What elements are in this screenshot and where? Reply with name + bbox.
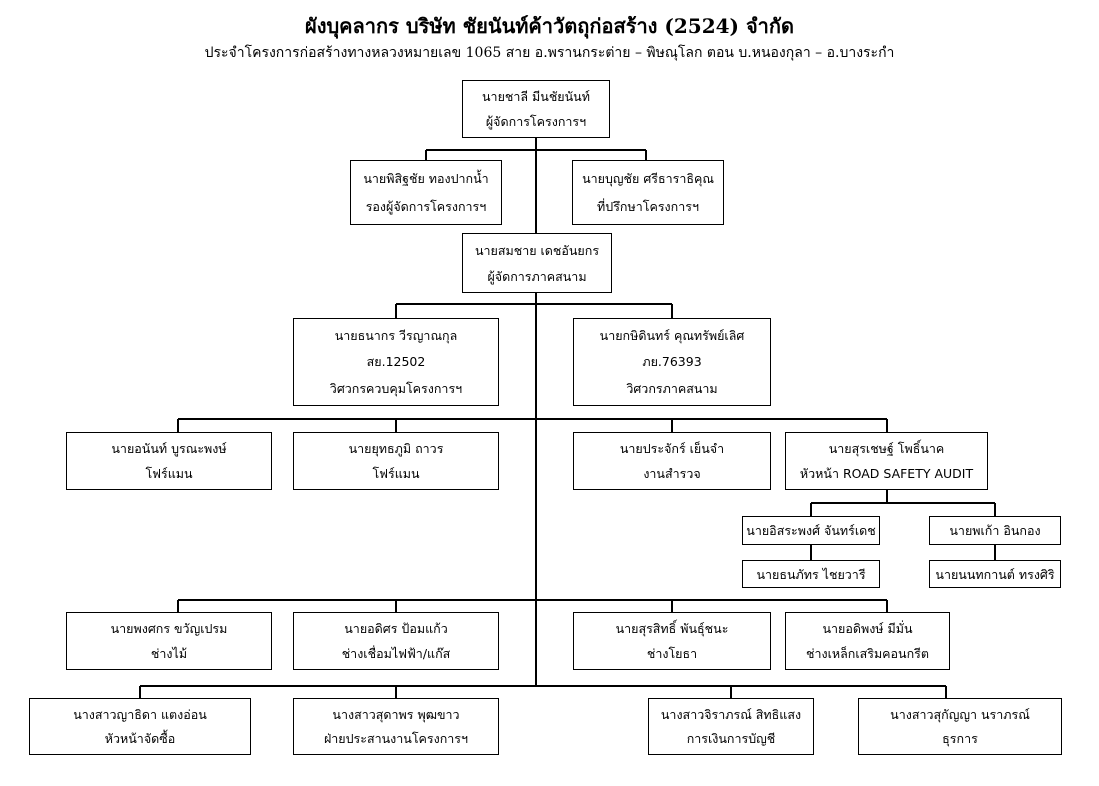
node-role: วิศวกรภาคสนาม	[626, 381, 718, 397]
node-name: นายนนทกานต์ ทรงศิริ	[935, 566, 1055, 582]
node-name: นายอดิพงษ์ มีมั่น	[822, 621, 913, 636]
node-name: นายบุญชัย ศรีธาราธิคุณ	[582, 170, 714, 186]
node-name: นายอิสระพงศ์ จันทร์เดช	[746, 523, 876, 538]
node-role: ที่ปรึกษาโครงการฯ	[597, 199, 699, 215]
node-role: ธุรการ	[942, 731, 978, 747]
node-name: นายชาลี มีนชัยนันท์	[482, 89, 590, 104]
node-control-engineer: นายธนากร วีรญาณกุล สย.12502 วิศวกรควบคุม…	[293, 318, 499, 406]
node-foreman-1: นายอนันท์ บูรณะพงษ์ โฟร์แมน	[66, 432, 272, 490]
node-role: ช่างไม้	[150, 646, 188, 661]
node-role: รองผู้จัดการโครงการฯ	[365, 199, 487, 215]
node-name: นายธนากร วีรญาณกุล	[334, 327, 458, 343]
node-admin: นางสาวสุกัญญา นราภรณ์ ธุรการ	[858, 698, 1062, 755]
node-name: นายพงศกร ขวัญเปรม	[110, 621, 228, 636]
chart-title: ผังบุคลากร บริษัท ชัยนันท์ค้าวัตถุก่อสร้…	[304, 14, 794, 38]
node-foreman-2: นายยุทธภูมิ ถาวร โฟร์แมน	[293, 432, 499, 490]
node-role: ช่างเชื่อมไฟฟ้า/แก๊ส	[341, 646, 451, 661]
node-name: นางสาวสุกัญญา นราภรณ์	[890, 706, 1030, 722]
node-role: ผู้จัดการภาคสนาม	[487, 268, 587, 284]
node-rebar-technician: นายอดิพงษ์ มีมั่น ช่างเหล็กเสริมคอนกรีต	[785, 612, 950, 670]
node-name: นายสุรเชษฐ์ โพธิ์นาค	[828, 441, 945, 456]
node-field-engineer: นายกษิดินทร์ คุณทรัพย์เลิศ ภย.76393 วิศว…	[573, 318, 771, 406]
chart-subtitle: ประจำโครงการก่อสร้างทางหลวงหมายเลข 1065 …	[204, 45, 895, 61]
node-surveyor: นายประจักร์ เย็นจำ งานสำรวจ	[573, 432, 771, 490]
node-rsa-head: นายสุรเชษฐ์ โพธิ์นาค หัวหน้า ROAD SAFETY…	[785, 432, 988, 490]
node-license: ภย.76393	[642, 354, 702, 370]
node-advisor: นายบุญชัย ศรีธาราธิคุณ ที่ปรึกษาโครงการฯ	[572, 160, 724, 225]
node-project-manager: นายชาลี มีนชัยนันท์ ผู้จัดการโครงการฯ	[462, 80, 610, 138]
node-finance: นางสาวจิราภรณ์ สิทธิแสง การเงินการบัญชี	[648, 698, 814, 755]
node-name: นายธนภัทร ไชยวารี	[756, 566, 866, 582]
node-name: นายกษิดินทร์ คุณทรัพย์เลิศ	[599, 327, 745, 343]
node-license: สย.12502	[366, 354, 426, 370]
node-role: ผู้จัดการโครงการฯ	[485, 114, 587, 129]
node-procurement: นางสาวญาธิดา แตงอ่อน หัวหน้าจัดซื้อ	[29, 698, 251, 755]
node-name: นายพิสิฐชัย ทองปากน้ำ	[363, 170, 489, 186]
node-role: ช่างเหล็กเสริมคอนกรีต	[805, 646, 930, 661]
node-role: ช่างโยธา	[646, 646, 698, 661]
node-name: นายพเก้า อินกอง	[949, 523, 1041, 538]
node-name: นายสุรสิทธิ์ พันธุ์ชนะ	[615, 621, 729, 636]
node-name: นายอนันท์ บูรณะพงษ์	[111, 441, 227, 456]
node-role: โฟร์แมน	[145, 466, 193, 481]
node-role: ฝ่ายประสานงานโครงการฯ	[323, 731, 469, 747]
node-rsa-member-a1: นายอิสระพงศ์ จันทร์เดช	[742, 516, 880, 545]
node-rsa-member-b1: นายพเก้า อินกอง	[929, 516, 1061, 545]
node-rsa-member-b2: นายนนทกานต์ ทรงศิริ	[929, 560, 1061, 588]
node-role: หัวหน้าจัดซื้อ	[104, 731, 176, 747]
node-carpenter: นายพงศกร ขวัญเปรม ช่างไม้	[66, 612, 272, 670]
node-coordinator: นางสาวสุดาพร พุฒขาว ฝ่ายประสานงานโครงการ…	[293, 698, 499, 755]
node-name: นางสาวสุดาพร พุฒขาว	[332, 706, 460, 722]
node-role: วิศวกรควบคุมโครงการฯ	[329, 381, 463, 397]
node-role: โฟร์แมน	[372, 466, 420, 481]
node-welder: นายอดิศร ป้อมแก้ว ช่างเชื่อมไฟฟ้า/แก๊ส	[293, 612, 499, 670]
node-name: นายอดิศร ป้อมแก้ว	[344, 621, 448, 636]
node-field-manager: นายสมชาย เดชอันยกร ผู้จัดการภาคสนาม	[462, 233, 612, 293]
node-role: งานสำรวจ	[643, 466, 701, 481]
node-deputy-manager: นายพิสิฐชัย ทองปากน้ำ รองผู้จัดการโครงกา…	[350, 160, 502, 225]
node-name: นายสมชาย เดชอันยกร	[474, 242, 600, 258]
node-name: นางสาวจิราภรณ์ สิทธิแสง	[660, 706, 802, 722]
node-name: นายยุทธภูมิ ถาวร	[348, 441, 444, 456]
node-name: นายประจักร์ เย็นจำ	[619, 441, 725, 456]
node-civil-technician: นายสุรสิทธิ์ พันธุ์ชนะ ช่างโยธา	[573, 612, 771, 670]
node-rsa-member-a2: นายธนภัทร ไชยวารี	[742, 560, 880, 588]
node-role: การเงินการบัญชี	[686, 731, 776, 747]
node-role: หัวหน้า ROAD SAFETY AUDIT	[799, 466, 974, 481]
node-name: นางสาวญาธิดา แตงอ่อน	[73, 706, 207, 722]
